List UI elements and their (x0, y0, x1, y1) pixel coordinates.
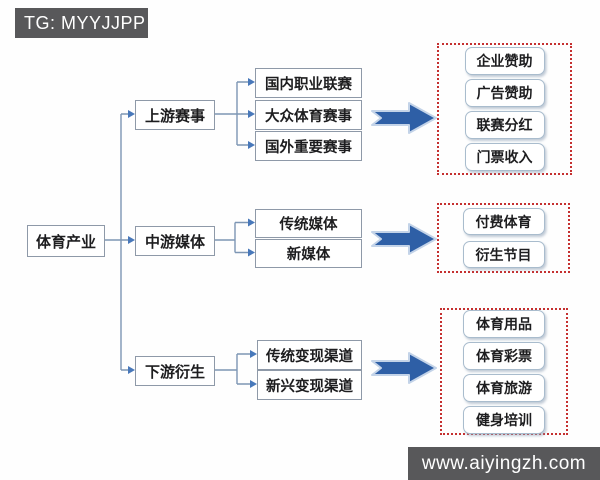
output-ticket-revenue: 门票收入 (464, 143, 545, 171)
output-league-dividends: 联赛分红 (464, 111, 545, 139)
node-mass-sports-events: 大众体育赛事 (255, 100, 362, 130)
output-group-midstream: 付费体育 衍生节目 (437, 203, 570, 273)
output-sports-tourism: 体育旅游 (463, 373, 545, 402)
arrowhead-child-1a (248, 78, 255, 86)
node-foreign-major-events: 国外重要赛事 (255, 131, 362, 161)
node-sports-industry: 体育产业 (27, 225, 105, 257)
arrowhead-child-3a (250, 350, 257, 358)
block-arrow-upstream (371, 102, 437, 134)
block-arrow-downstream (371, 352, 437, 384)
node-domestic-pro-leagues: 国内职业联赛 (255, 68, 362, 98)
output-fitness-training: 健身培训 (463, 405, 545, 434)
node-emerging-monetization: 新兴变现渠道 (257, 370, 362, 400)
arrowhead-child-1c (248, 141, 255, 149)
output-corporate-sponsorship: 企业赞助 (464, 47, 545, 75)
arrowhead-child-3b (250, 380, 257, 388)
arrowhead-branch-2 (128, 236, 135, 244)
output-group-upstream: 企业赞助 广告赞助 联赛分红 门票收入 (437, 43, 572, 175)
output-ad-sponsorship: 广告赞助 (464, 79, 545, 107)
output-sporting-goods: 体育用品 (463, 309, 545, 338)
node-new-media: 新媒体 (255, 239, 362, 268)
arrowhead-child-2b (248, 248, 255, 257)
output-sports-lottery: 体育彩票 (463, 341, 545, 370)
connector-branch-stubs (121, 113, 128, 371)
connector-junction-1 (213, 81, 248, 146)
node-midstream-media: 中游媒体 (135, 226, 215, 256)
node-downstream-derivatives: 下游衍生 (135, 356, 215, 386)
node-traditional-monetization: 传统变现渠道 (257, 340, 362, 370)
arrowhead-child-1b (248, 110, 255, 118)
node-upstream-events: 上游赛事 (135, 100, 215, 130)
output-paid-sports: 付费体育 (462, 208, 545, 235)
connector-junction-2 (213, 221, 248, 254)
node-traditional-media: 传统媒体 (255, 209, 362, 238)
watermark-telegram: TG: MYYJJPP (15, 8, 148, 38)
output-group-downstream: 体育用品 体育彩票 体育旅游 健身培训 (440, 308, 568, 435)
connector-trunk (103, 114, 122, 370)
arrowhead-child-2a (248, 218, 255, 227)
arrowhead-branch-3 (128, 366, 135, 374)
block-arrow-midstream (371, 223, 437, 255)
arrowhead-branch-1 (128, 110, 135, 118)
connector-junction-3 (213, 353, 250, 385)
output-derivative-programs: 衍生节目 (462, 241, 545, 268)
watermark-website: www.aiyingzh.com (408, 447, 600, 480)
